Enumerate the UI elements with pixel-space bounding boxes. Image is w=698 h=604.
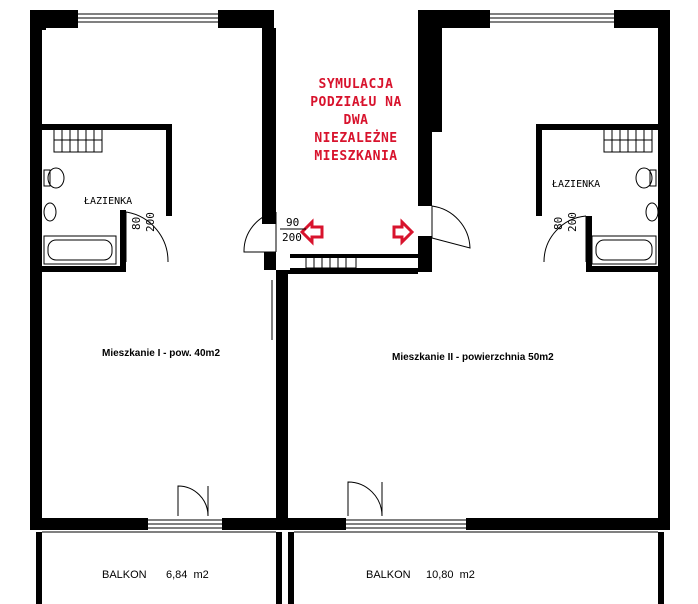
apartment-2-bathroom-label: ŁAZIENKA — [551, 179, 600, 190]
entrance-door-width: 90 — [286, 216, 299, 229]
apartment-2-bathroom-door-height: 200 — [566, 212, 579, 232]
apartment-1-bathroom-label: ŁAZIENKA — [83, 196, 132, 207]
apartment-1-balcony — [36, 531, 282, 604]
entrance-door-height: 200 — [282, 231, 302, 244]
apartment-2-balcony — [288, 531, 664, 604]
right-arrow-icon — [392, 218, 415, 246]
apartment-1-bathroom-fixtures — [43, 127, 169, 265]
apartment-2-label: Mieszkanie II - powierzchnia 50m2 — [392, 352, 554, 363]
apartment-2-bathroom-door-width: 80 — [552, 217, 565, 230]
apartment-1-balcony-label: BALKON — [102, 569, 147, 581]
apartment-2-walls — [288, 10, 670, 530]
apartment-2-bathroom-fixtures — [543, 127, 659, 265]
apartment-1-label: Mieszkanie I - pow. 40m2 — [102, 348, 220, 359]
note-line-4: NIEZALEŻNE — [314, 131, 398, 146]
apartment-1-balcony-area: 6,84 m2 — [166, 569, 209, 581]
note-line-2: PODZIAŁU NA — [310, 95, 402, 110]
division-note: SYMULACJA PODZIAŁU NA DWA NIEZALEŻNE MIE… — [292, 76, 420, 166]
apartment-1-bathroom-door-height: 200 — [144, 212, 157, 232]
apartment-2-balcony-label: BALKON — [366, 569, 411, 581]
apartment-1-bathroom-door-width: 80 — [130, 217, 143, 230]
apartment-1-walls — [30, 10, 290, 530]
hall-walls — [271, 254, 418, 520]
note-line-1: SYMULACJA — [318, 77, 394, 92]
apartment-2-balcony-door — [347, 481, 383, 517]
note-line-3: DWA — [343, 113, 369, 128]
apartment-1-balcony-door — [177, 485, 209, 517]
apartment-2-balcony-area: 10,80 m2 — [426, 569, 475, 581]
apartment-2-entrance-door — [431, 205, 471, 249]
left-arrow-icon — [299, 218, 324, 246]
apartment-1-entrance-door — [243, 211, 277, 253]
note-line-5: MIESZKANIA — [314, 149, 398, 164]
